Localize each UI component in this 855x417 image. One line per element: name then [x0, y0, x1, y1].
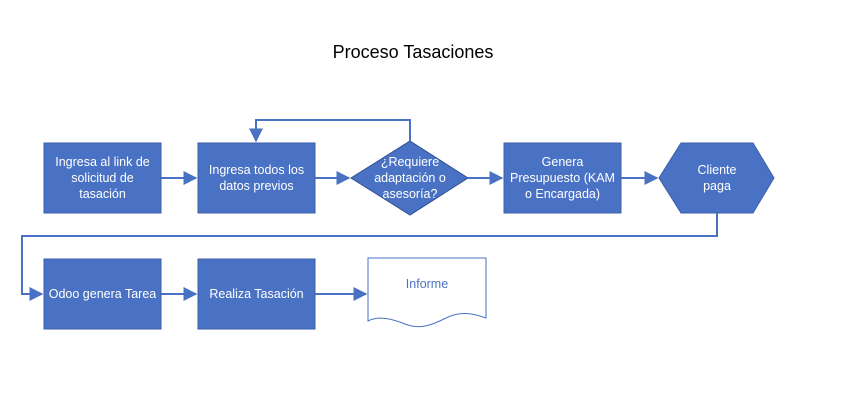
process-ingresa-link	[43, 142, 162, 214]
label-informe: Informe	[405, 277, 449, 291]
preparation-cliente-paga	[658, 142, 775, 214]
arrow-decision-loop-back	[249, 119, 411, 143]
label-cliente-paga: Cliente paga	[697, 163, 737, 193]
label-requiere: ¿Requiere adaptación o asesoría?	[374, 155, 446, 201]
label-ingresa-link: Ingresa al link de solicitud de tasación	[55, 155, 150, 201]
label-realiza: Realiza Tasación	[209, 287, 304, 301]
process-realiza	[197, 258, 316, 330]
process-presupuesto	[503, 142, 622, 214]
process-odoo	[43, 258, 162, 330]
decision-requiere	[350, 140, 469, 216]
process-ingresa-datos	[197, 142, 316, 214]
arrow-cliente-to-odoo	[21, 213, 718, 301]
diagram-title: Proceso Tasaciones	[332, 42, 494, 62]
label-ingresa-datos: Ingresa todos los datos previos	[208, 163, 305, 193]
document-informe	[367, 257, 487, 328]
label-presupuesto: Genera Presupuesto (KAM o Encargada)	[510, 155, 615, 201]
label-odoo: Odoo genera Tarea	[48, 287, 157, 301]
